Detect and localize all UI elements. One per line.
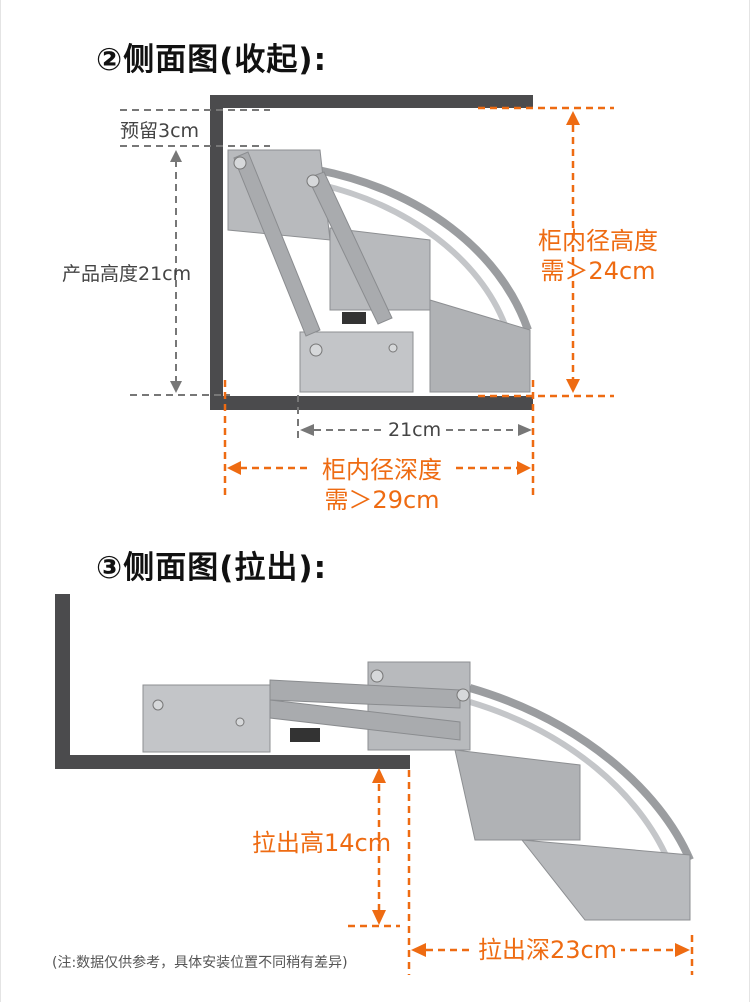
cabinet-depth-label: 柜内径深度 需＞29cm — [312, 455, 452, 515]
gray-arrowheads — [170, 150, 532, 436]
product-height-label: 产品高度21cm — [62, 263, 192, 285]
cabinet-pulled — [55, 594, 410, 769]
cabinet-height-label: 柜内径高度 需＞24cm — [538, 227, 658, 285]
section3-title: ③侧面图(拉出): — [96, 550, 327, 586]
reserve-label: 预留3cm — [120, 120, 200, 142]
depth-21-label: 21cm — [384, 419, 446, 441]
orange-arrowheads-pulled — [372, 768, 690, 957]
section2-title: ②侧面图(收起): — [96, 42, 327, 78]
footnote: (注:数据仅供参考，具体安装位置不同稍有差异) — [52, 955, 348, 971]
cabinet-folded — [210, 95, 533, 410]
pull-depth-label: 拉出深23cm — [474, 935, 622, 965]
shelf-mechanism-pulled — [142, 661, 694, 921]
shelf-mechanism-folded — [227, 149, 532, 393]
orange-arrowheads — [227, 111, 580, 475]
pull-height-label: 拉出高14cm — [252, 829, 392, 857]
